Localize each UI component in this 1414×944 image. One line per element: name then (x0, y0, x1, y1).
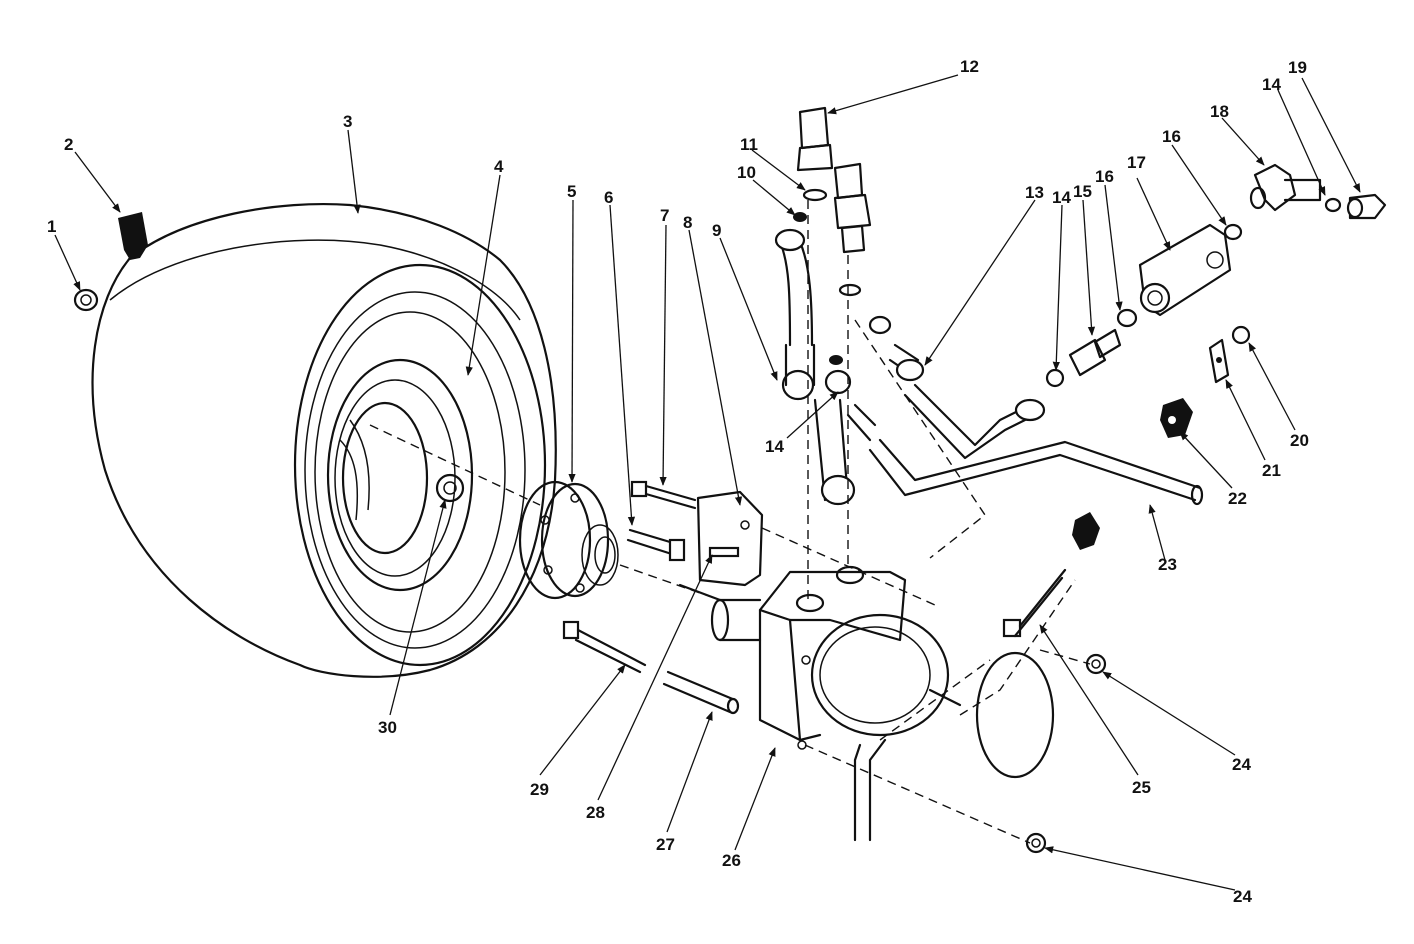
callout-13: 13 (1025, 183, 1044, 202)
wheel-motor (678, 565, 962, 750)
tube-13 (868, 315, 1046, 460)
callout-7: 7 (660, 206, 669, 225)
callout-20: 20 (1290, 431, 1309, 450)
fitting-upper-right (833, 162, 872, 254)
callout-3: 3 (343, 112, 352, 131)
o-ring-10 (793, 212, 807, 222)
callout-10: 10 (737, 163, 756, 182)
clamp-lower (1072, 512, 1100, 550)
valve-stem (118, 212, 148, 260)
o-ring-11 (802, 188, 828, 202)
callout-27: 27 (656, 835, 675, 854)
callout-12: 12 (960, 57, 979, 76)
nut-24-lower (1025, 832, 1047, 854)
callout-25: 25 (1132, 778, 1151, 797)
callout-16-left: 16 (1095, 167, 1114, 186)
callout-14-upper: 14 (1262, 75, 1281, 94)
dashed-box (854, 319, 986, 559)
callout-leaders (54, 74, 1361, 891)
clamp-22 (1160, 398, 1193, 438)
wheel-hub (518, 480, 619, 600)
centerline-bottom (804, 744, 1031, 844)
hub-centerline (619, 564, 721, 601)
callout-28: 28 (586, 803, 605, 822)
callout-2: 2 (64, 135, 73, 154)
plate-21 (1208, 338, 1230, 384)
callout-14-center: 14 (765, 437, 784, 456)
callout-18: 18 (1210, 102, 1229, 121)
o-ring-upper (838, 283, 862, 297)
bolt-centerline (761, 527, 936, 606)
callout-1: 1 (47, 217, 56, 236)
centerline-nut (1039, 649, 1091, 665)
callout-14-right: 14 (1052, 188, 1071, 207)
tube-23 (868, 438, 1204, 506)
callout-24-upper: 24 (1232, 755, 1251, 774)
elbow-18 (1249, 163, 1342, 213)
valve-17 (1138, 223, 1243, 317)
hose-9 (774, 228, 816, 401)
plug-19 (1346, 193, 1387, 220)
callout-6: 6 (604, 188, 613, 207)
callout-16-right: 16 (1162, 127, 1181, 146)
callout-labels: 1 2 3 4 5 6 7 8 9 10 11 12 13 14 14 14 1… (47, 57, 1309, 906)
callout-17: 17 (1127, 153, 1146, 172)
callout-21: 21 (1262, 461, 1281, 480)
bolt-7 (630, 480, 697, 510)
callout-5: 5 (567, 182, 576, 201)
callout-24-lower: 24 (1233, 887, 1252, 906)
valve-cap (73, 288, 99, 312)
callout-11: 11 (740, 135, 758, 154)
nut-20 (1231, 325, 1251, 345)
bolt-6 (626, 528, 686, 562)
callout-4: 4 (494, 157, 504, 176)
callout-15: 15 (1073, 182, 1092, 201)
hose-center (813, 369, 877, 506)
fitting-12 (796, 106, 834, 172)
callout-22: 22 (1228, 489, 1247, 508)
axle-centerline (369, 424, 541, 506)
callout-30: 30 (378, 718, 397, 737)
wheel-rim (326, 358, 474, 592)
callout-8: 8 (683, 213, 692, 232)
bracket-8 (696, 490, 764, 587)
callout-29: 29 (530, 780, 549, 799)
callout-9: 9 (712, 221, 721, 240)
nut-24-upper (1085, 653, 1107, 675)
callout-26: 26 (722, 851, 741, 870)
bolt-25 (1002, 568, 1067, 638)
bolt-29 (562, 620, 647, 674)
linkage (853, 738, 887, 842)
callout-23: 23 (1158, 555, 1177, 574)
fitting-15 (1045, 308, 1138, 388)
o-ring-mid (829, 355, 843, 365)
gasket (879, 579, 1076, 779)
tire (91, 202, 557, 678)
callout-19: 19 (1288, 58, 1307, 77)
pin-27 (662, 670, 740, 715)
